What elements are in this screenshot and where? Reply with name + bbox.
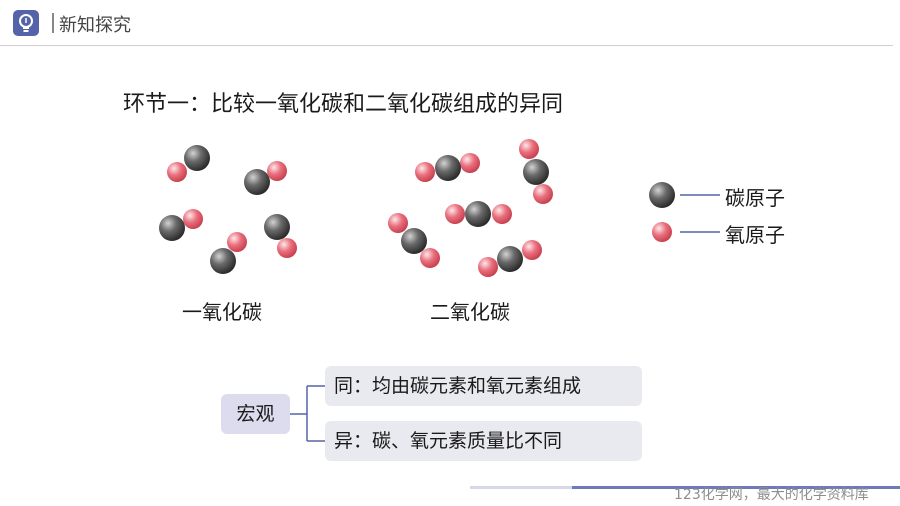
macro-label: 宏观 — [221, 394, 290, 434]
oxygen-atom — [183, 209, 203, 229]
legend — [649, 182, 720, 242]
legend-oxygen-atom — [652, 222, 672, 242]
footer-line-dark — [572, 486, 900, 489]
legend-carbon-label: 碳原子 — [725, 186, 785, 210]
carbon-atom — [210, 248, 236, 274]
oxygen-atom — [460, 153, 480, 173]
molecule-illustration — [159, 139, 720, 277]
legend-carbon-atom — [649, 182, 675, 208]
carbon-atom — [184, 145, 210, 171]
oxygen-atom — [167, 162, 187, 182]
oxygen-atom — [227, 232, 247, 252]
oxygen-atom — [277, 238, 297, 258]
oxygen-atom — [267, 161, 287, 181]
co-label: 一氧化碳 — [182, 300, 262, 324]
oxygen-atom — [388, 213, 408, 233]
carbon-atom — [435, 155, 461, 181]
co2-label: 二氧化碳 — [430, 300, 510, 324]
difference-statement: 异：碳、氧元素质量比不同 — [325, 421, 642, 461]
oxygen-atom — [533, 184, 553, 204]
footer-line-light — [470, 486, 580, 489]
oxygen-atom — [522, 240, 542, 260]
similarity-statement: 同：均由碳元素和氧元素组成 — [325, 366, 642, 406]
carbon-atom — [401, 228, 427, 254]
carbon-atom — [264, 214, 290, 240]
carbon-atom — [465, 201, 491, 227]
header-divider — [52, 13, 54, 33]
legend-oxygen-label: 氧原子 — [725, 223, 785, 247]
watermark: 123化学网，最大的化学资料库 — [674, 487, 869, 503]
carbon-atom — [497, 246, 523, 272]
co-molecules — [159, 145, 297, 274]
carbon-atom — [159, 215, 185, 241]
oxygen-atom — [415, 162, 435, 182]
oxygen-atom — [420, 248, 440, 268]
oxygen-atom — [445, 204, 465, 224]
carbon-atom — [244, 169, 270, 195]
carbon-atom — [523, 159, 549, 185]
oxygen-atom — [478, 257, 498, 277]
header: 新知探究 — [0, 0, 900, 46]
page-title: 新知探究 — [59, 15, 131, 36]
header-underline — [0, 45, 893, 46]
lightbulb-icon — [13, 10, 39, 36]
oxygen-atom — [492, 204, 512, 224]
oxygen-atom — [519, 139, 539, 159]
section-title: 环节一：比较一氧化碳和二氧化碳组成的异同 — [123, 92, 564, 117]
co2-molecules — [388, 139, 553, 277]
